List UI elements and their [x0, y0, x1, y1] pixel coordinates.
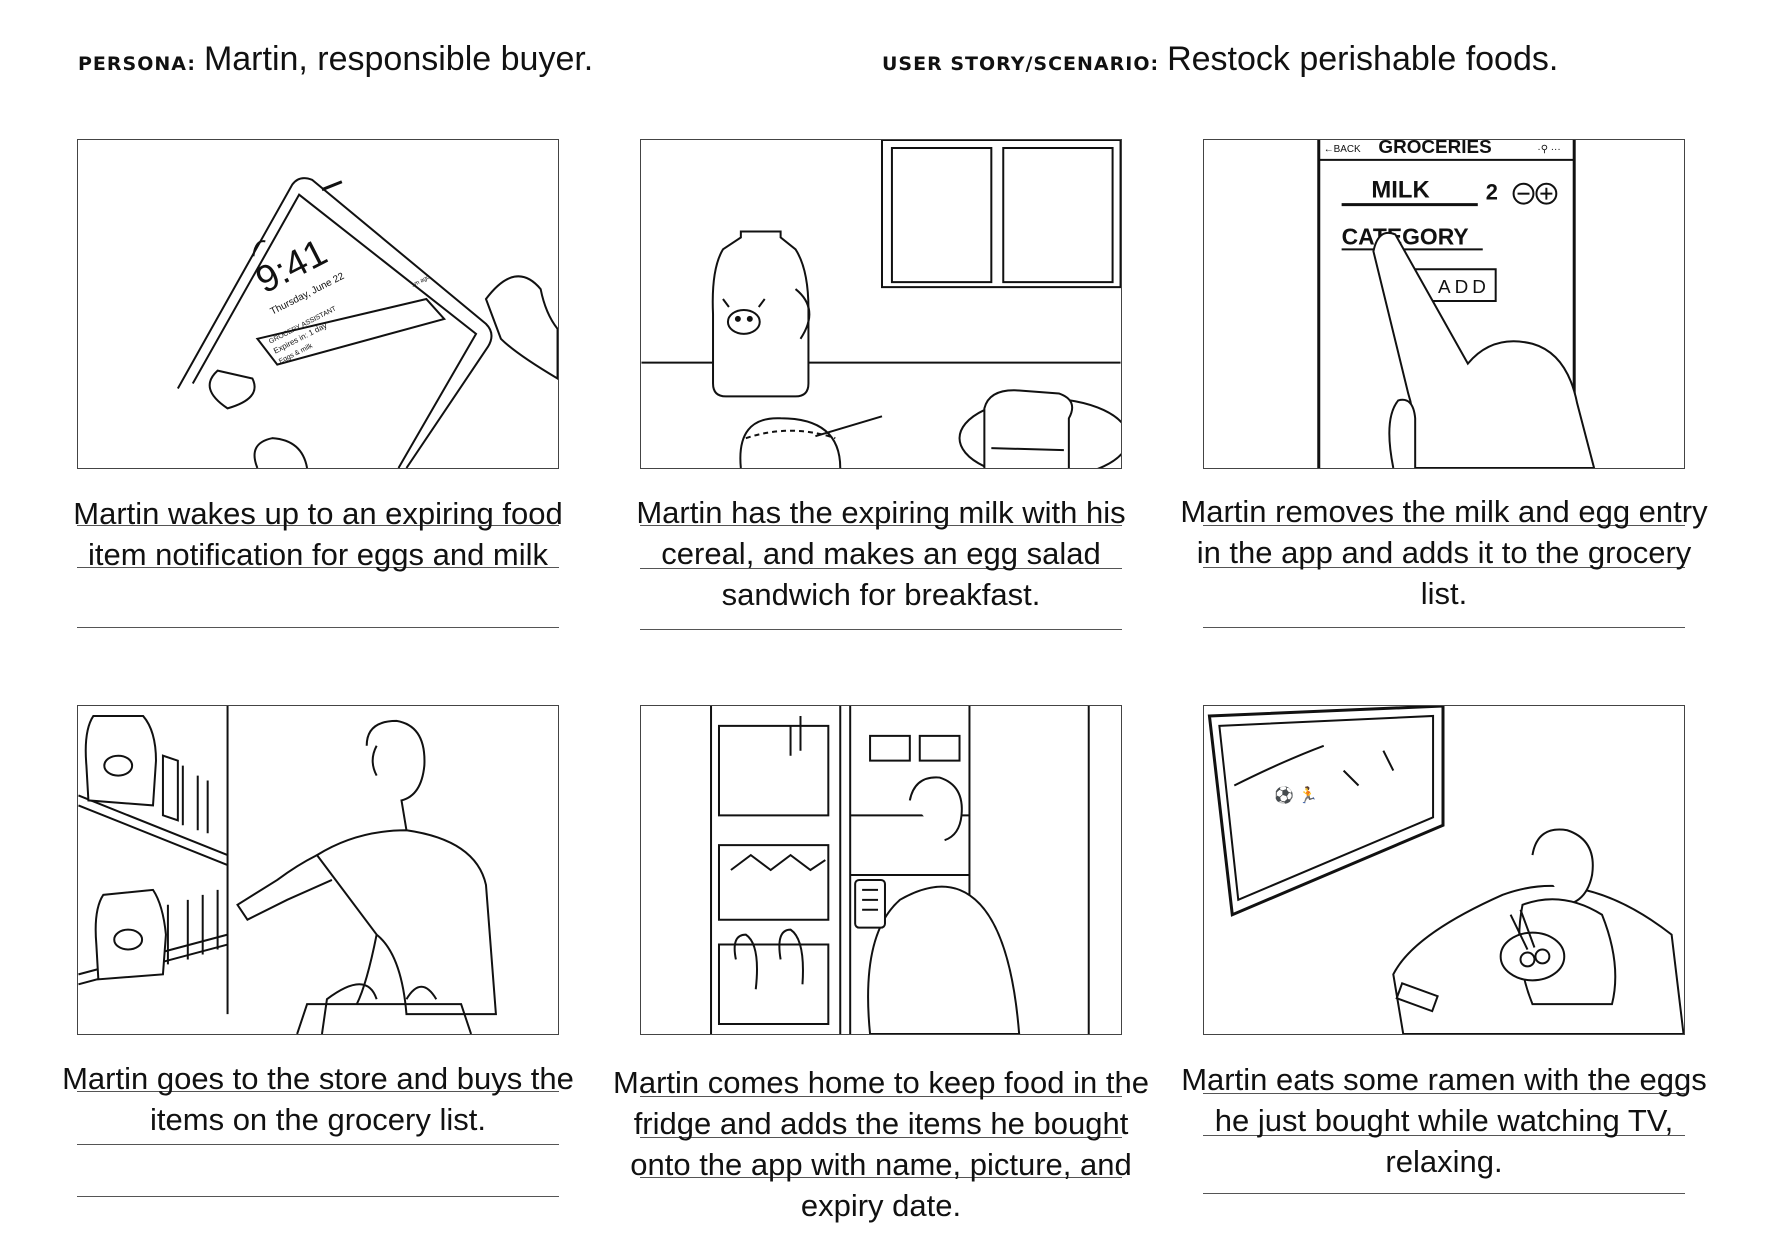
user-story-header: USER STORY/SCENARIO: Restock perishable … [882, 40, 1558, 79]
user-story-value: Restock perishable foods. [1167, 40, 1559, 78]
storyboard-panel-5 [640, 705, 1122, 1035]
app-quantity-text: 2 [1486, 180, 1498, 205]
svg-text:⚽ 🏃: ⚽ 🏃 [1273, 785, 1318, 804]
fridge-sketch [641, 706, 1121, 1034]
caption-3-text: Martin removes the milk and egg entry in… [1180, 494, 1708, 611]
caption-6-text: Martin eats some ramen with the eggs he … [1181, 1062, 1707, 1179]
app-menu-icon[interactable]: ·⚲ ··· [1537, 144, 1560, 155]
storyboard-panel-6: ⚽ 🏃 [1203, 705, 1685, 1035]
plus-icon[interactable] [1536, 184, 1556, 204]
caption-5-text: Martin comes home to keep food in the fr… [613, 1065, 1149, 1223]
app-title-text: GROCERIES [1378, 140, 1491, 158]
notification-time-text: 1m ago [411, 274, 432, 289]
caption-4-text: Martin goes to the store and buys the it… [62, 1061, 574, 1137]
persona-header: PERSONA: Martin, responsible buyer. [78, 40, 593, 79]
storyboard-panel-1: 9:41 Thursday, June 22 1m ago GROCERY AS… [77, 139, 559, 469]
minus-icon[interactable] [1514, 184, 1534, 204]
persona-value: Martin, responsible buyer. [203, 40, 594, 78]
user-story-label: USER STORY/SCENARIO: [882, 53, 1160, 75]
app-back-text[interactable]: ←BACK [1324, 144, 1361, 155]
app-item-text: MILK [1371, 177, 1429, 204]
grocery-app-sketch: ←BACK GROCERIES ·⚲ ··· MILK 2 CATEGORY A… [1204, 140, 1684, 468]
storyboard-panel-4 [77, 705, 559, 1035]
storyboard-panel-3: ←BACK GROCERIES ·⚲ ··· MILK 2 CATEGORY A… [1203, 139, 1685, 469]
app-category-text[interactable]: CATEGORY [1342, 223, 1469, 249]
app-add-text: ADD [1438, 277, 1490, 298]
caption-2-text: Martin has the expiring milk with his ce… [636, 495, 1126, 612]
grocery-store-sketch [78, 706, 558, 1034]
remote-icon [1397, 983, 1438, 1011]
phone-in-hand-icon [855, 880, 885, 928]
tv-ramen-sketch: ⚽ 🏃 [1204, 706, 1684, 1034]
persona-label: PERSONA: [78, 53, 196, 75]
breakfast-table-sketch [641, 140, 1121, 468]
phone-notification-sketch: 9:41 Thursday, June 22 1m ago GROCERY AS… [78, 140, 558, 468]
caption-1-text: Martin wakes up to an expiring food item… [73, 496, 563, 572]
storyboard-panel-2 [640, 139, 1122, 469]
